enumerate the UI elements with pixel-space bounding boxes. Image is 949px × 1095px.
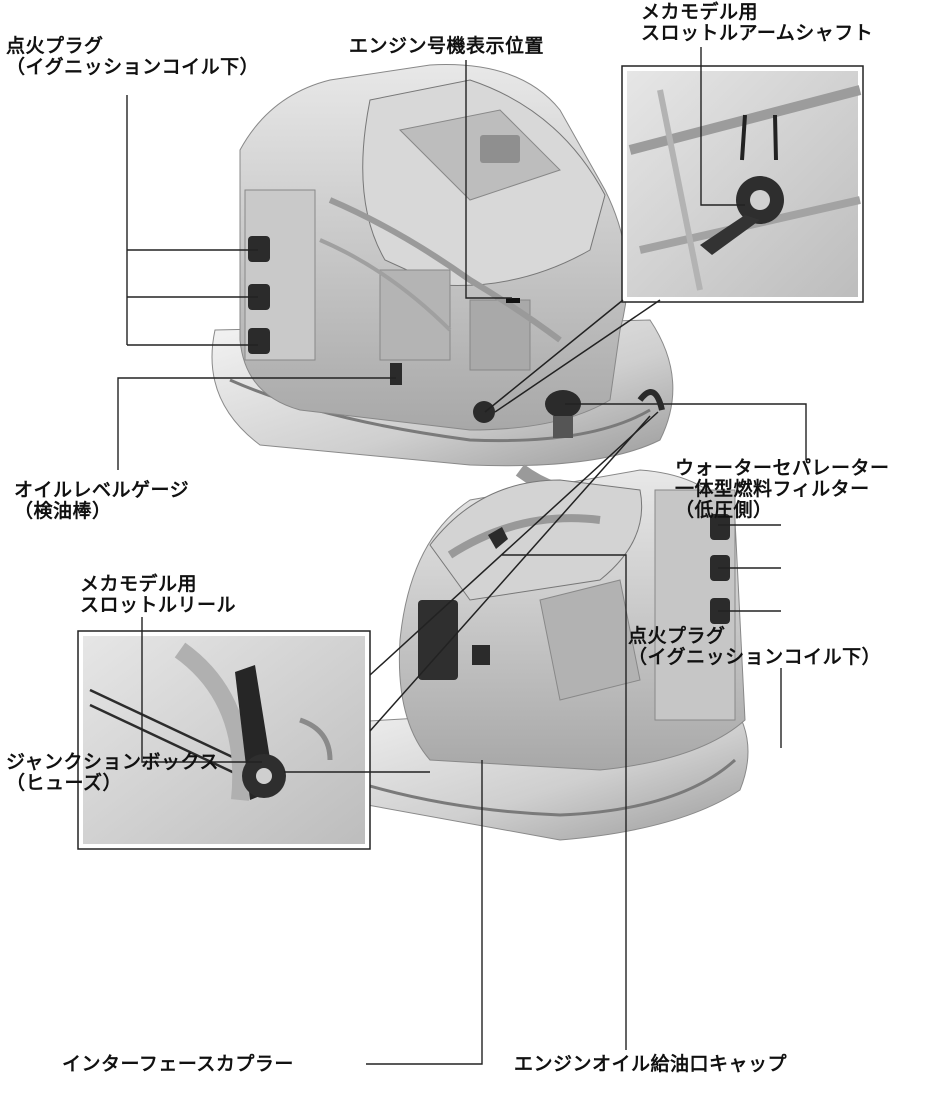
bottom-engine	[297, 389, 749, 841]
spark-plug-bottom-title: 点火プラグ	[628, 625, 726, 647]
label-spark-plug-bottom: 点火プラグ （イグニッションコイル下）	[628, 626, 881, 668]
throttle-reel-line2: スロットルリール	[80, 594, 237, 616]
interface-coupler-title: インターフェースカプラー	[62, 1053, 294, 1075]
spark-plug-subtitle: （イグニッションコイル下）	[6, 56, 260, 78]
bottom-leader-lines	[141, 524, 782, 1065]
junction-box-subtitle: （ヒューズ）	[6, 772, 123, 794]
throttle-shaft-line2: スロットルアームシャフト	[641, 22, 874, 44]
top-leader-lines	[117, 47, 807, 470]
label-water-separator: ウォーターセパレーター 一体型燃料フィルター （低圧側）	[675, 458, 890, 521]
top-engine	[211, 64, 674, 503]
throttle-shaft-line1: メカモデル用	[641, 1, 759, 23]
label-oil-filler-cap: エンジンオイル給油口キャップ	[514, 1054, 787, 1075]
throttle-reel-line1: メカモデル用	[80, 573, 198, 595]
water-separator-line1: ウォーターセパレーター	[675, 457, 890, 479]
water-separator-line3: （低圧側）	[675, 499, 773, 521]
oil-gauge-subtitle: （検油棒）	[14, 500, 112, 522]
label-junction-box: ジャンクションボックス （ヒューズ）	[6, 752, 219, 794]
label-interface-coupler: インターフェースカプラー	[62, 1054, 294, 1075]
label-throttle-shaft: メカモデル用 スロットルアームシャフト	[641, 2, 873, 44]
spark-plug-title: 点火プラグ	[6, 35, 104, 57]
engine-number-title: エンジン号機表示位置	[349, 35, 545, 57]
label-engine-number: エンジン号機表示位置	[349, 36, 544, 57]
oil-gauge-title: オイルレベルゲージ	[14, 479, 190, 501]
label-oil-gauge: オイルレベルゲージ （検油棒）	[14, 480, 189, 522]
junction-box-title: ジャンクションボックス	[6, 751, 219, 773]
oil-filler-cap-title: エンジンオイル給油口キャップ	[514, 1053, 788, 1075]
bottom-inset	[77, 411, 659, 850]
label-throttle-reel: メカモデル用 スロットルリール	[80, 574, 236, 616]
water-separator-line2: 一体型燃料フィルター	[675, 478, 870, 500]
spark-plug-bottom-subtitle: （イグニッションコイル下）	[628, 646, 882, 668]
top-inset	[484, 65, 864, 413]
label-spark-plug-top: 点火プラグ （イグニッションコイル下）	[6, 36, 259, 78]
